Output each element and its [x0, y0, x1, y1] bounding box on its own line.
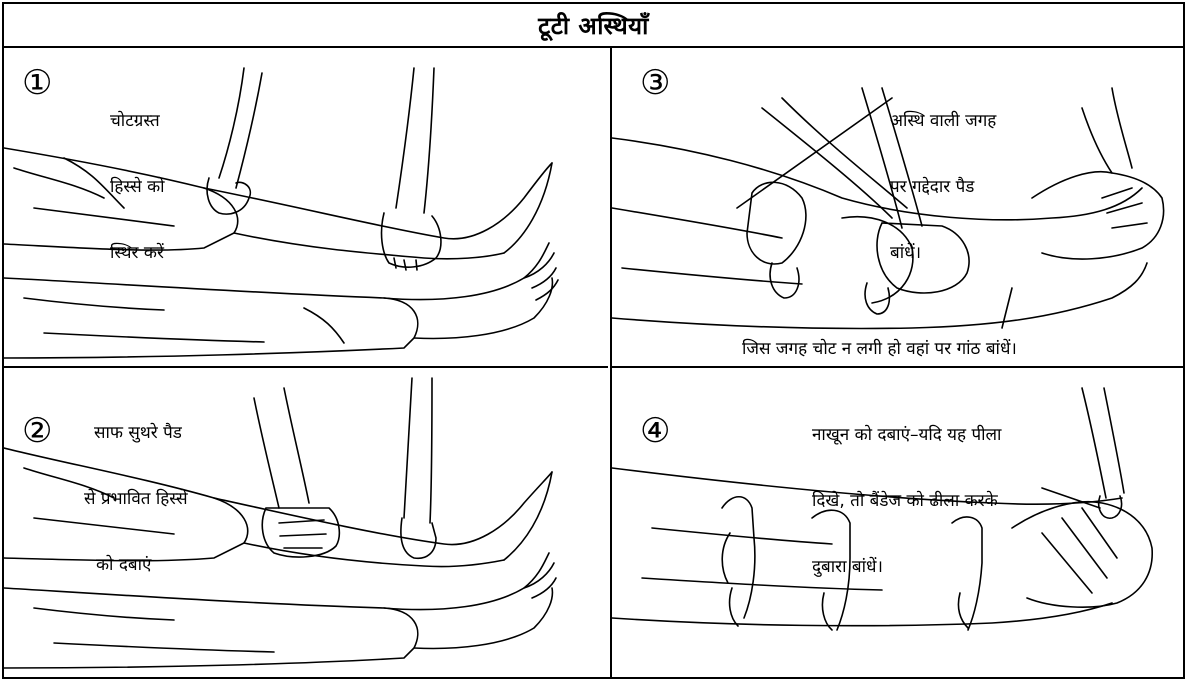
step-number-2: ② — [22, 414, 52, 448]
step-number-4: ④ — [640, 414, 670, 448]
panel-2-caption: साफ सुथरे पैड से प्रभावित हिस्से को दबाए… — [84, 378, 188, 620]
panel-1-caption: चोटग्रस्त हिस्से को स्थिर करें — [110, 66, 165, 308]
panel-1-illustration — [4, 48, 608, 366]
caption-line: दुबारा बांधें। — [812, 556, 1001, 578]
caption-line: पर गद्देदार पैड — [890, 176, 996, 198]
caption-line: अस्थि वाली जगह — [890, 110, 996, 132]
figure-title: टूटी अस्थियाँ — [538, 9, 649, 42]
panel-2: ② साफ सुथरे पैड से प्रभावित हिस्से को दब… — [4, 366, 608, 679]
panel-4-caption: नाखून को दबाएं–यदि यह पीला दिखे, तो बैंड… — [812, 380, 1001, 622]
panel-3-bottom-caption: जिस जगह चोट न लगी हो वहां पर गांठ बांधें… — [742, 338, 1017, 360]
panel-1: ① चोटग्रस्त हिस्से को स्थिर करें — [4, 48, 608, 366]
panel-4: ④ नाखून को दबाएं–यदि यह पीला दिखे, तो बै… — [612, 366, 1183, 679]
title-bar: टूटी अस्थियाँ — [4, 4, 1183, 48]
caption-line: नाखून को दबाएं–यदि यह पीला — [812, 424, 1001, 446]
step-number-1: ① — [22, 66, 52, 100]
caption-line: से प्रभावित हिस्से — [84, 488, 188, 510]
caption-line: बांधें। — [890, 242, 996, 264]
caption-line: स्थिर करें — [110, 242, 165, 264]
panel-3-caption: अस्थि वाली जगह पर गद्देदार पैड बांधें। — [890, 66, 996, 308]
caption-line: दिखे, तो बैंडेज को ढीला करके — [812, 490, 1001, 512]
caption-line: को दबाएं — [84, 554, 188, 576]
caption-line: साफ सुथरे पैड — [84, 422, 188, 444]
caption-line: हिस्से को — [110, 176, 165, 198]
panel-3: ③ अस्थि वाली जगह पर गद्देदार पैड बांधें।… — [612, 48, 1183, 366]
caption-line: चोटग्रस्त — [110, 110, 165, 132]
step-number-3: ③ — [640, 66, 670, 100]
